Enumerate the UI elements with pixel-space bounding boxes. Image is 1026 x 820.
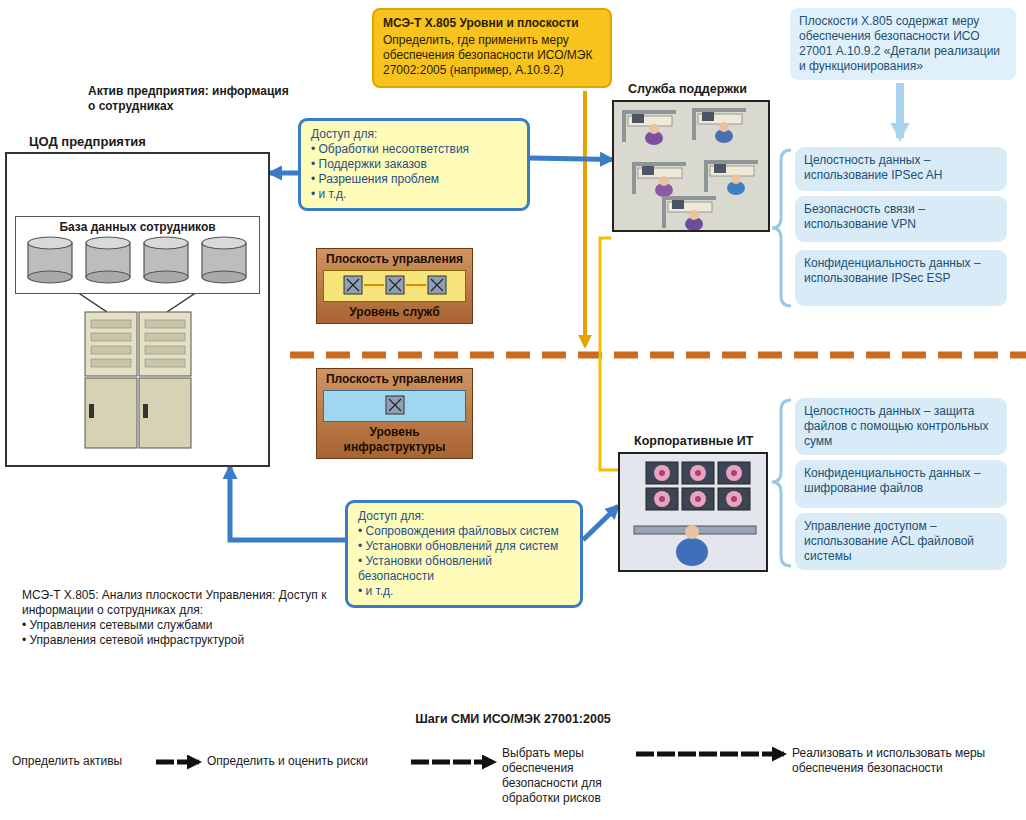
- helpdesk-picture: Служба поддержки: [612, 100, 770, 232]
- plane-band: Плоскость управленияУровень инфраструкту…: [316, 368, 473, 459]
- step-text: Реализовать и использовать меры обеспече…: [790, 744, 1020, 778]
- measure-box: Управление доступом – использование ACL …: [795, 513, 1007, 570]
- layer-strip: [323, 390, 466, 422]
- picture-heading: Корпоративные ИТ: [634, 434, 753, 449]
- measure-box: Целостность данных – защита файлов с пом…: [795, 398, 1007, 455]
- note-group: МСЭ-Т X.805: Анализ плоскости Управления…: [22, 588, 342, 648]
- asset-label: Актив предприятия: информация о сотрудни…: [88, 84, 293, 114]
- access-item: • Поддержки заказов: [311, 157, 517, 172]
- access-heading: Доступ для:: [311, 127, 517, 142]
- database-heading: База данных сотрудников: [20, 220, 255, 235]
- access-arrow: [530, 158, 612, 159]
- group-brace: [772, 400, 791, 566]
- layer-name: Уровень служб: [321, 305, 468, 320]
- helpdesk-illustration: [614, 102, 768, 230]
- note-text: • Управления сетевой инфраструктурой: [22, 633, 342, 648]
- access-item: • и т.д.: [358, 584, 570, 599]
- step-text: Выбрать меры обеспечения безопасности дл…: [500, 744, 630, 808]
- steps-heading: Шаги СМИ ИСО/МЭК 27001:2005: [0, 712, 1026, 727]
- measure-box: Конфиденциальность данных – шифрование ф…: [795, 460, 1007, 508]
- node-text: Определить активы: [12, 754, 148, 769]
- plane-band: Плоскость управленияУровень служб: [316, 248, 473, 324]
- info-box: Плоскости X.805 содержат меру обеспечени…: [790, 8, 1016, 80]
- note-text: МСЭ-Т X.805: Анализ плоскости Управления…: [22, 588, 342, 618]
- node-text: Целостность данных – защита файлов с пом…: [804, 404, 998, 449]
- layer-name: Уровень инфраструктуры: [321, 425, 468, 455]
- database-box: База данных сотрудников: [15, 216, 260, 294]
- access-item: • Обработки несоответствия: [311, 142, 517, 157]
- access-box: Доступ для:• Сопровождения файловых сист…: [345, 500, 583, 608]
- server-illustration: [7, 154, 268, 465]
- plane-name: Плоскость управления: [321, 252, 468, 267]
- node-text: Безопасность связи – использование VPN: [804, 202, 998, 232]
- access-arrow: [270, 171, 298, 176]
- step-text: Определить и оценить риски: [205, 752, 405, 771]
- switch-icons: [324, 271, 467, 299]
- access-item: • и т.д.: [311, 187, 517, 202]
- plane-divider: [290, 352, 1026, 359]
- access-item: • Установки обновлений безопасности: [358, 554, 570, 584]
- access-item: • Установки обновлений для систем: [358, 539, 570, 554]
- measure-box: Безопасность связи – использование VPN: [795, 196, 1007, 242]
- step-arrow: [636, 752, 784, 757]
- callout-arrow: [583, 91, 587, 346]
- switch-icons: [324, 391, 467, 419]
- node-text: Определить и оценить риски: [207, 754, 403, 769]
- node-text: Реализовать и использовать меры обеспече…: [792, 746, 1018, 776]
- step-arrow: [411, 760, 494, 765]
- datacenter-box: ЦОД предприятияБаза данных сотрудников: [5, 152, 270, 467]
- it-illustration: [620, 454, 766, 570]
- database-cylinders: [20, 235, 256, 287]
- node-text: Управление доступом – использование ACL …: [804, 519, 998, 564]
- callout-heading: МСЭ-Т X.805 Уровни и плоскости: [383, 16, 601, 31]
- callout-box: МСЭ-Т X.805 Уровни и плоскостиОпределить…: [372, 8, 612, 88]
- step-arrow: [156, 760, 199, 765]
- measure-box: Целостность данных – использование IPSec…: [795, 147, 1007, 191]
- node-text: Конфиденциальность данных – использовани…: [804, 256, 998, 286]
- node-text: Конфиденциальность данных – шифрование ф…: [804, 466, 998, 496]
- plane-name: Плоскость управления: [321, 372, 468, 387]
- group-brace: [772, 150, 791, 306]
- node-text: Плоскости X.805 содержат меру обеспечени…: [799, 14, 1007, 74]
- plane-bracket: [600, 238, 618, 470]
- picture-heading: Служба поддержки: [628, 82, 747, 97]
- access-arrow: [583, 506, 618, 540]
- node-text: Целостность данных – использование IPSec…: [804, 153, 998, 183]
- measure-box: Конфиденциальность данных – использовани…: [795, 250, 1007, 306]
- step-text: Определить активы: [10, 752, 150, 771]
- node-text: Выбрать меры обеспечения безопасности дл…: [502, 746, 628, 806]
- access-item: • Сопровождения файловых систем: [358, 524, 570, 539]
- note-text: • Управления сетевыми службами: [22, 618, 342, 633]
- access-item: • Разрешения проблем: [311, 172, 517, 187]
- layer-strip: [323, 270, 466, 302]
- access-box: Доступ для:• Обработки несоответствия• П…: [298, 118, 530, 211]
- info-arrow: [896, 83, 904, 138]
- callout-body: Определить, где применить меру обеспечен…: [383, 33, 601, 78]
- access-arrow: [230, 467, 345, 540]
- datacenter-heading: ЦОД предприятия: [29, 134, 146, 149]
- it-picture: Корпоративные ИТ: [618, 452, 768, 572]
- access-heading: Доступ для:: [358, 509, 570, 524]
